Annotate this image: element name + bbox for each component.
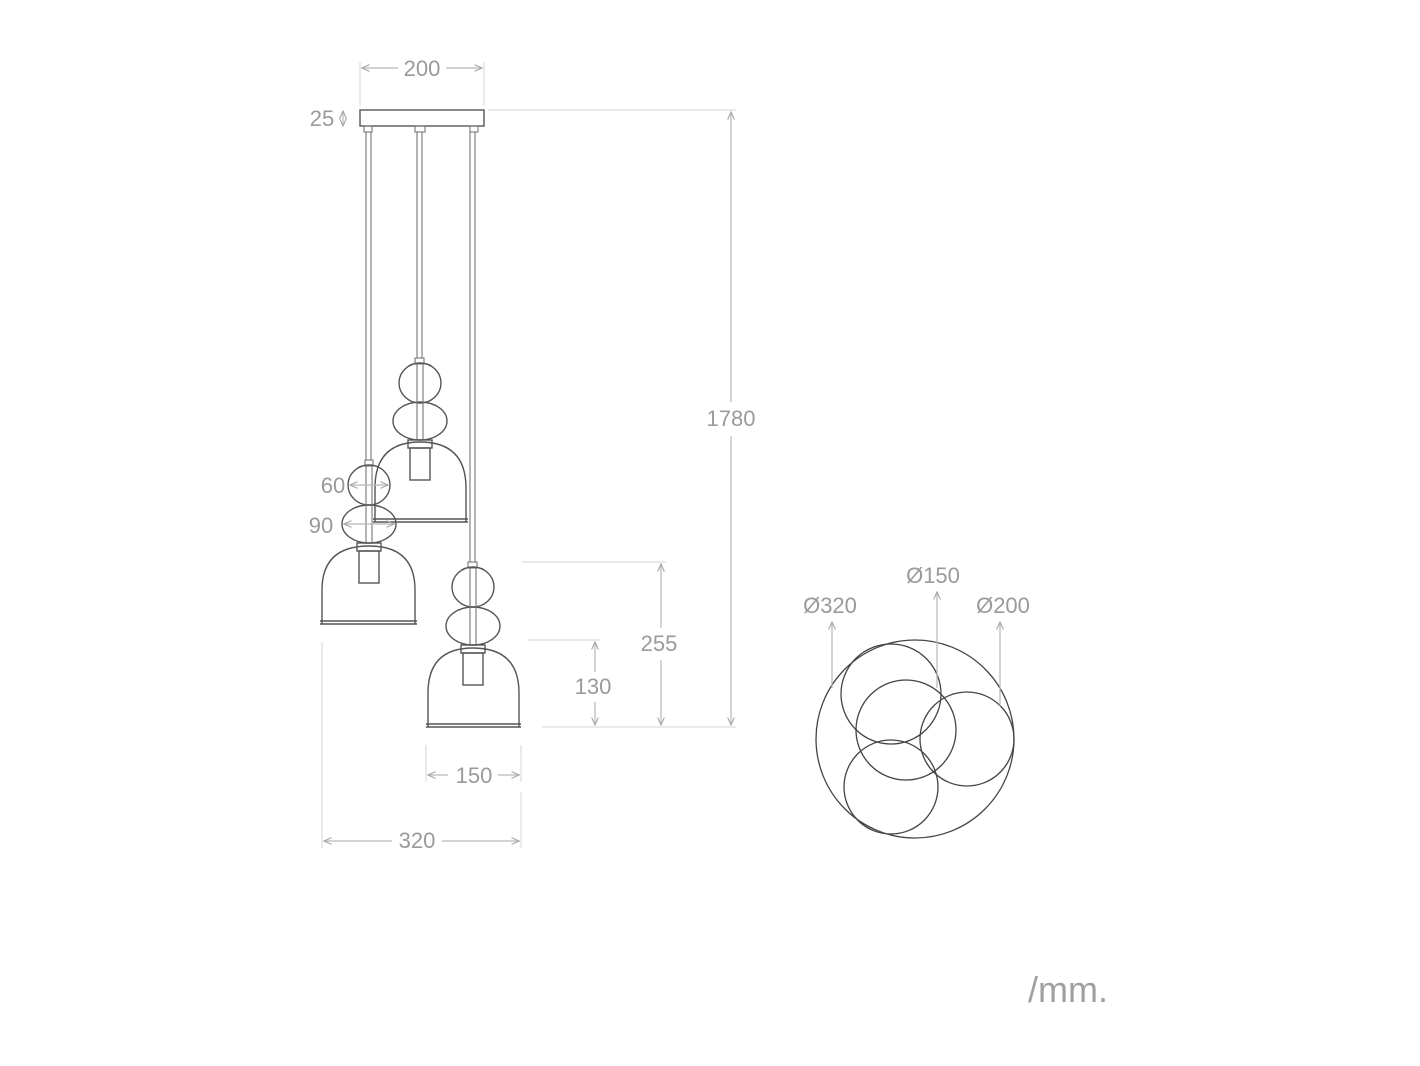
- unit-label: /mm.: [1028, 969, 1108, 1010]
- canopy-width-label: 200: [404, 56, 441, 81]
- shade-height-label: 130: [575, 674, 612, 699]
- pendant-right: [426, 561, 521, 728]
- shade-height-total-label: 255: [641, 631, 678, 656]
- top-view: [815, 592, 1015, 839]
- suspension-cables: [365, 132, 476, 562]
- canopy-height-label: 25: [310, 106, 334, 131]
- top-shade-diameter-label: Ø150: [906, 563, 960, 588]
- pendant-left: [320, 459, 417, 625]
- total-width-label: 320: [399, 828, 436, 853]
- top-canopy-diameter-label: Ø200: [976, 593, 1030, 618]
- small-globe-label: 60: [321, 473, 345, 498]
- total-height-label: 1780: [707, 406, 756, 431]
- shade-diameter-label: 150: [456, 763, 493, 788]
- large-globe-label: 90: [309, 513, 333, 538]
- canopy: [359, 109, 485, 133]
- pendant-middle: [373, 357, 468, 523]
- top-outer-diameter-label: Ø320: [803, 593, 857, 618]
- dimension-lines: [321, 62, 736, 848]
